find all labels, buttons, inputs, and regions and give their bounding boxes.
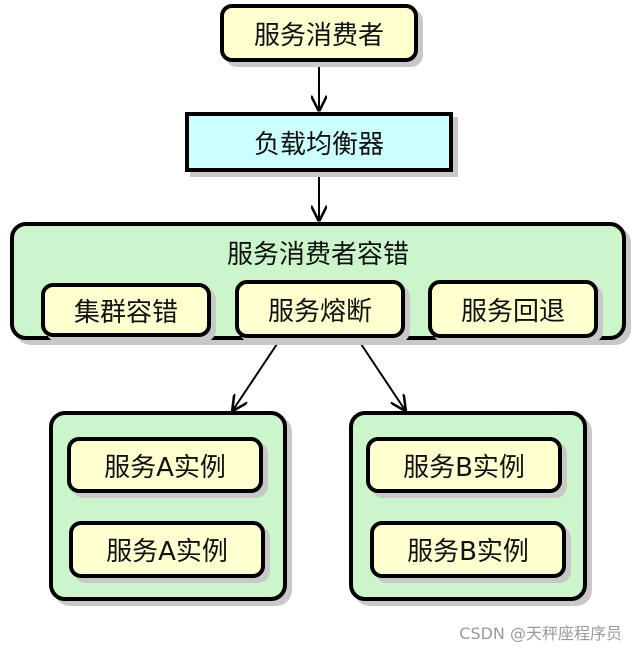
arrow-circuit-breaker-to-service-b (358, 340, 405, 410)
arrow-circuit-breaker-to-service-a (233, 340, 280, 410)
service-fallback-label: 服务回退 (460, 296, 565, 327)
service-a-instance-2-label: 服务A实例 (106, 537, 228, 567)
load-balancer-box: 负载均衡器 (185, 112, 453, 172)
csdn-watermark: CSDN @天秤座程序员 (459, 624, 622, 643)
service-b-instance-1: 服务B实例 (366, 437, 562, 493)
load-balancer-label: 负载均衡器 (253, 129, 384, 160)
cluster-fault-tolerance-box: 集群容错 (41, 283, 211, 337)
service-consumer-box: 服务消费者 (220, 4, 418, 62)
service-a-instance-1: 服务A实例 (67, 437, 263, 493)
circuit-breaker-label: 服务熔断 (267, 296, 372, 327)
service-b-instance-2-label: 服务B实例 (407, 537, 529, 567)
fault-tolerance-title: 服务消费者容错 (226, 240, 409, 270)
cluster-fault-tolerance-label: 集群容错 (73, 297, 178, 328)
service-fallback-box: 服务回退 (428, 280, 598, 338)
circuit-breaker-box: 服务熔断 (235, 280, 405, 338)
service-a-instance-1-label: 服务A实例 (104, 452, 226, 483)
service-b-instance-1-label: 服务B实例 (403, 452, 525, 483)
service-consumer-label: 服务消费者 (253, 20, 384, 51)
service-a-instance-2: 服务A实例 (69, 521, 265, 578)
service-b-instance-2: 服务B实例 (370, 521, 566, 578)
